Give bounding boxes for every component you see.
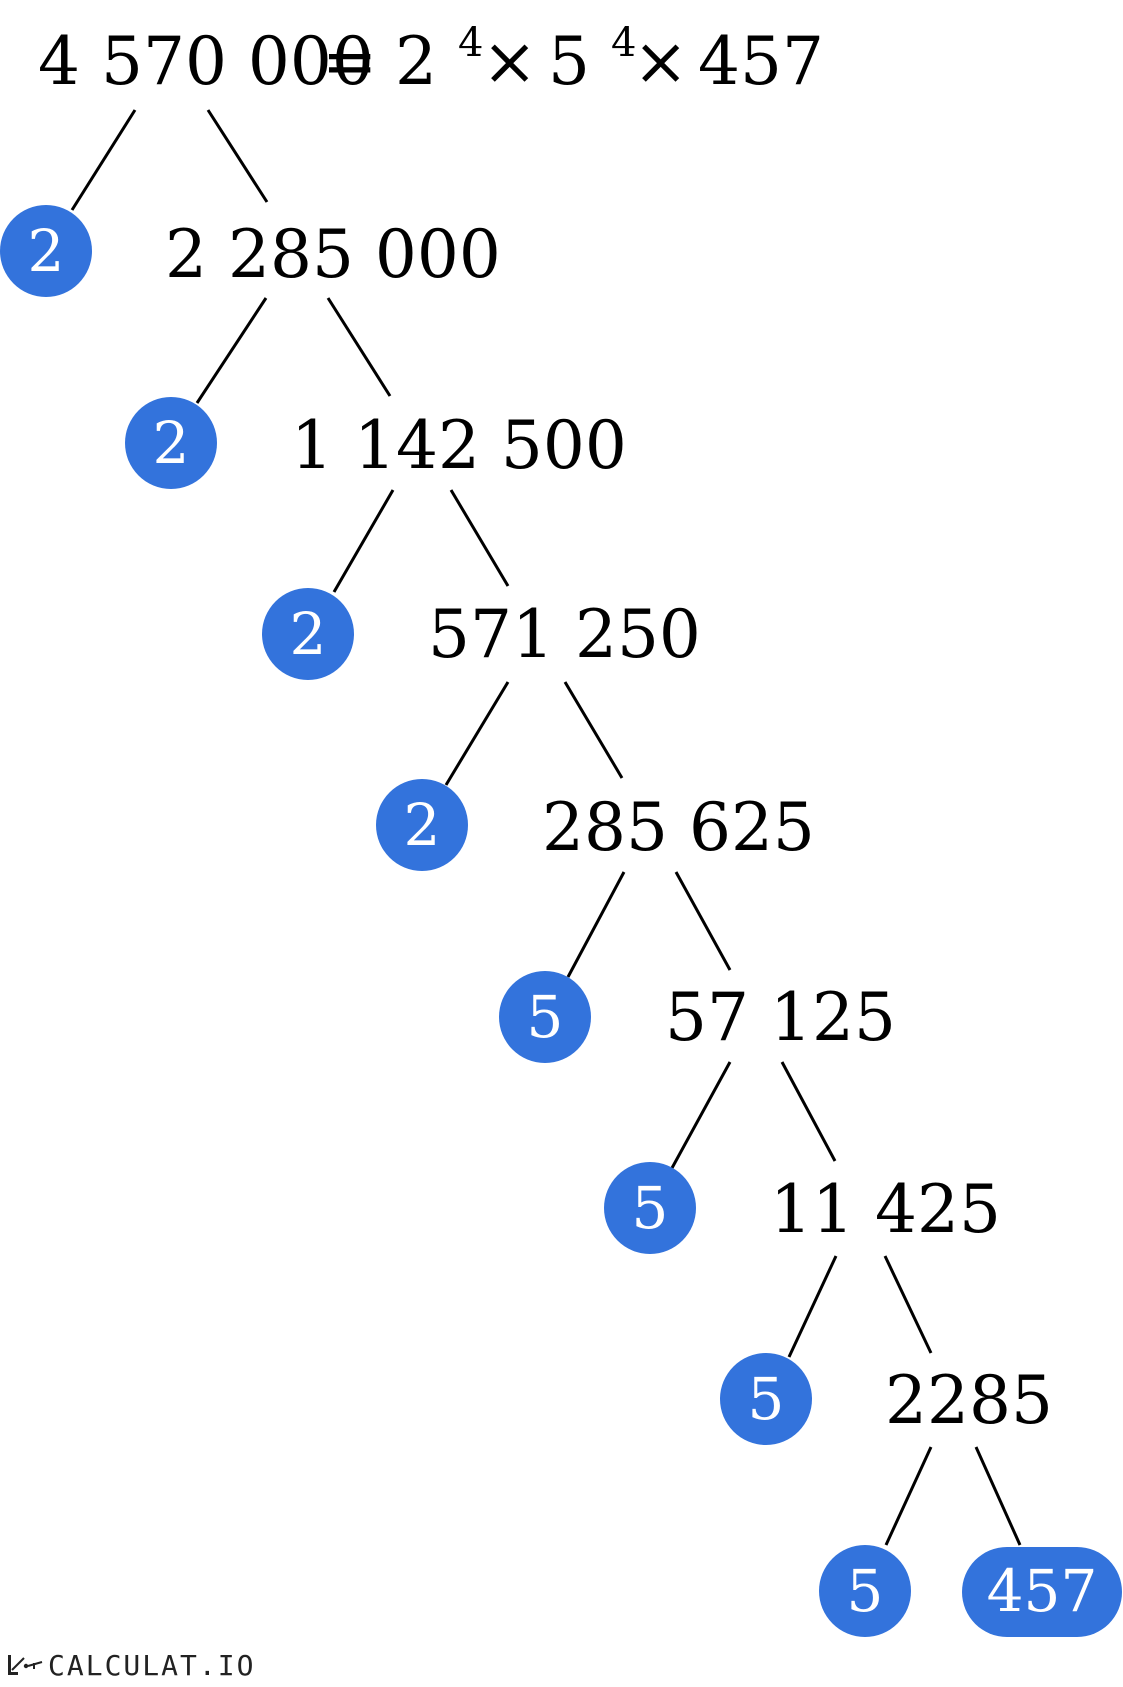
prime-node: 5 <box>720 1353 812 1445</box>
composite-node: 11 425 <box>770 1171 1001 1248</box>
formula-exponent-5: 4 <box>611 20 636 66</box>
edge <box>974 1446 1022 1546</box>
formula-factor-457: 457 <box>698 23 824 100</box>
brand-logo: CALCULAT.IO <box>6 1648 256 1682</box>
formula-base-2: 2 <box>395 23 437 100</box>
svg-text:5: 5 <box>748 1365 785 1433</box>
prime-node: 5 <box>604 1162 696 1254</box>
edge <box>326 297 392 397</box>
prime-factors: 2 2 2 2 5 5 5 5 <box>0 205 1122 1637</box>
prime-node: 2 <box>0 205 92 297</box>
edge <box>70 109 137 211</box>
edge <box>449 489 510 587</box>
edge <box>563 681 624 779</box>
edge <box>206 109 269 203</box>
composite-node: 285 625 <box>542 789 815 866</box>
edge <box>566 871 626 978</box>
svg-text:2: 2 <box>290 600 327 668</box>
edge <box>884 1446 933 1546</box>
prime-node: 2 <box>376 779 468 871</box>
formula-exponent-2: 4 <box>458 20 483 66</box>
formula-number: 4 570 000 <box>38 23 374 100</box>
composite-node: 2285 <box>885 1362 1053 1439</box>
composite-numbers: 2 285 000 1 142 500 571 250 285 625 57 1… <box>165 216 1053 1439</box>
svg-text:5: 5 <box>632 1174 669 1242</box>
svg-text:2: 2 <box>28 217 65 285</box>
edge <box>332 489 395 593</box>
svg-text:2: 2 <box>404 791 441 859</box>
edge <box>883 1255 933 1354</box>
svg-text:5: 5 <box>527 983 564 1051</box>
prime-node: 5 <box>819 1545 911 1637</box>
factorization-formula: 4 570 000 = 2 4 × 5 4 × 457 <box>38 0 824 100</box>
edge <box>444 681 510 786</box>
formula-equals: = <box>322 23 377 100</box>
formula-base-5: 5 <box>548 23 590 100</box>
composite-node: 2 285 000 <box>165 216 501 293</box>
edge <box>787 1255 838 1358</box>
tree-edges <box>70 109 1022 1546</box>
prime-node: 5 <box>499 971 591 1063</box>
edge <box>195 297 268 404</box>
prime-node-final: 457 <box>962 1547 1122 1637</box>
brand-name: CALCULAT.IO <box>48 1648 256 1682</box>
edge <box>674 871 732 971</box>
prime-node: 2 <box>262 588 354 680</box>
edge <box>780 1061 837 1162</box>
composite-node: 571 250 <box>428 596 701 673</box>
calculatio-logo-icon <box>8 1655 43 1675</box>
svg-text:2: 2 <box>153 409 190 477</box>
composite-node: 1 142 500 <box>291 407 627 484</box>
composite-node: 57 125 <box>665 979 896 1056</box>
formula-times-2: × <box>633 23 688 100</box>
edge <box>670 1061 732 1169</box>
formula-times-1: × <box>482 23 537 100</box>
svg-text:457: 457 <box>987 1557 1098 1625</box>
svg-text:5: 5 <box>847 1557 884 1625</box>
prime-node: 2 <box>125 397 217 489</box>
